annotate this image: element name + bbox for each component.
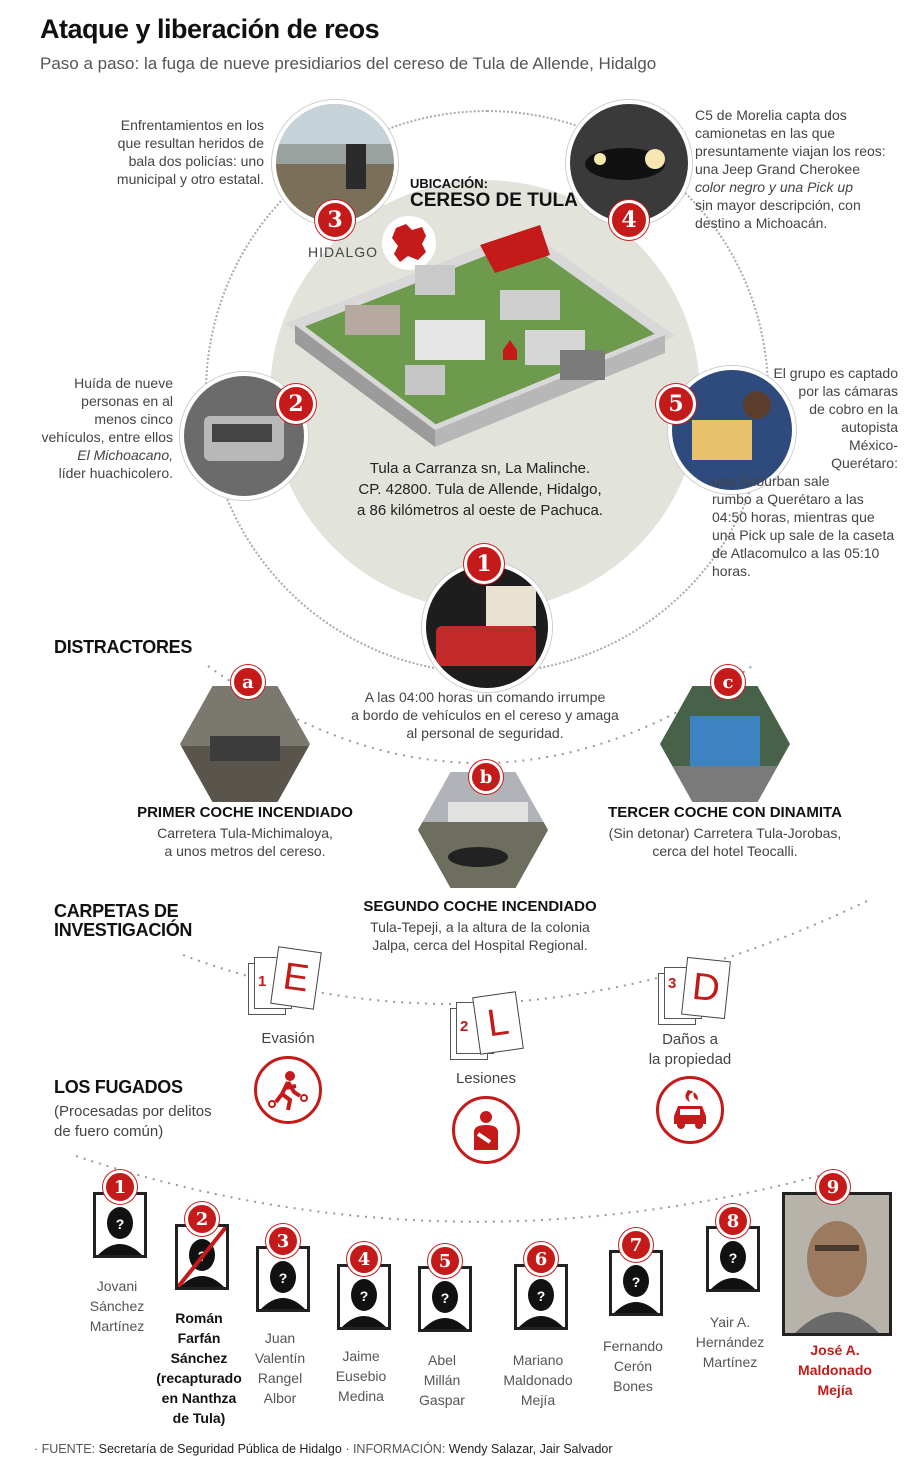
fugado-7-name: Fernando Cerón Bones xyxy=(603,1338,663,1394)
injured-person-icon xyxy=(452,1096,520,1164)
footer-source-label: FUENTE: xyxy=(41,1442,96,1456)
step-1-badge: 1 xyxy=(464,544,504,584)
page-subtitle: Paso a paso: la fuga de nueve presidiari… xyxy=(40,54,657,73)
distractor-b-badge: b xyxy=(469,760,503,794)
distractor-a-title: PRIMER COCHE INCENDIADO xyxy=(137,804,353,821)
carpeta-2-label: Lesiones xyxy=(455,1070,517,1087)
step-5-badge: 5 xyxy=(656,384,696,424)
fugados-heading: LOS FUGADOS xyxy=(54,1077,183,1097)
fugado-6-badge: 6 xyxy=(524,1242,558,1276)
step-2-badge: 2 xyxy=(276,384,316,424)
fugado-8-name: Yair A. Hernández Martínez xyxy=(695,1314,765,1370)
svg-text:?: ? xyxy=(632,1274,641,1290)
location-address: Tula a Carranza sn, La Malinche. CP. 428… xyxy=(357,460,603,519)
step-3-badge: 3 xyxy=(315,200,355,240)
svg-text:?: ? xyxy=(360,1288,369,1304)
carpetas-heading: CARPETAS DE INVESTIGACIÓN xyxy=(54,901,193,940)
carpeta-3-file-icon: 3 D xyxy=(658,955,738,1025)
burning-car-icon xyxy=(656,1076,724,1144)
hidalgo-map-icon xyxy=(382,214,436,277)
fugados-note: (Procesadas por delitos de fuero común) xyxy=(54,1103,212,1140)
step-1-photo xyxy=(422,562,552,692)
svg-text:?: ? xyxy=(729,1250,738,1266)
distractor-c-text: (Sin detonar) Carretera Tula-Jorobas, ce… xyxy=(608,825,842,859)
carpeta-3-label: Daños a la propiedad xyxy=(648,1031,732,1068)
fugado-8-badge: 8 xyxy=(716,1204,750,1238)
distractor-a-badge: a xyxy=(231,665,265,699)
fugado-9-photo xyxy=(782,1192,892,1336)
fugado-2-name: Román Farfán Sánchez (recapturado en Nan… xyxy=(156,1310,242,1426)
footer-credits: · FUENTE: Secretaría de Seguridad Públic… xyxy=(34,1442,613,1456)
prison-illustration xyxy=(284,225,685,460)
step-3-text: Enfrentamientos en los que resultan heri… xyxy=(116,117,264,187)
fugado-2-badge: 2 xyxy=(185,1202,219,1236)
running-prisoner-icon xyxy=(254,1056,322,1124)
svg-text:?: ? xyxy=(279,1270,288,1286)
svg-text:?: ? xyxy=(441,1290,450,1306)
distractor-a-text: Carretera Tula-Michimaloya, a unos metro… xyxy=(157,825,333,859)
distractor-c-badge: c xyxy=(711,665,745,699)
fugado-1-name: Jovani Sánchez Martínez xyxy=(89,1278,145,1334)
fugado-9-badge: 9 xyxy=(816,1170,850,1204)
fugado-4-name: Jaime Eusebio Medina xyxy=(335,1348,387,1404)
fugado-6-name: Mariano Maldonado Mejía xyxy=(503,1352,573,1408)
svg-text:?: ? xyxy=(116,1216,125,1232)
fugado-4-badge: 4 xyxy=(347,1242,381,1276)
fugado-3-badge: 3 xyxy=(266,1224,300,1258)
footer-info: Wendy Salazar, Jair Salvador xyxy=(448,1442,613,1456)
location-label: UBICACIÓN: xyxy=(410,176,488,191)
fugado-5-name: Abel Millán Gaspar xyxy=(419,1352,465,1408)
fugado-5-badge: 5 xyxy=(428,1244,462,1278)
fugado-9-name: José A. Maldonado Mejía xyxy=(798,1342,872,1398)
distractor-b-title: SEGUNDO COCHE INCENDIADO xyxy=(363,898,597,915)
fugados-curve xyxy=(70,1140,850,1265)
step-5-text: El grupo es captado por las cámaras de c… xyxy=(773,365,898,471)
fugado-3-name: Juan Valentín Rangel Albor xyxy=(254,1330,306,1406)
state-label: HIDALGO xyxy=(308,244,379,260)
step-5-photo xyxy=(668,366,796,494)
location-name: CERESO DE TULA xyxy=(410,190,578,211)
page-title: Ataque y liberación de reos xyxy=(40,14,380,44)
carpeta-1-file-icon: 1 E xyxy=(248,945,328,1015)
carpeta-2-file-icon: 2 L xyxy=(450,990,530,1060)
footer-info-label: INFORMACIÓN: xyxy=(352,1442,446,1456)
step-5-text-continued: una Suburban sale rumbo a Querétaro a la… xyxy=(712,473,895,579)
fugado-7-badge: 7 xyxy=(619,1228,653,1262)
fugado-1-badge: 1 xyxy=(103,1170,137,1204)
distractor-b-text: Tula-Tepeji, a la altura de la colonia J… xyxy=(370,919,590,953)
step-1-text: A las 04:00 horas un comando irrumpe a b… xyxy=(351,689,619,741)
step-4-text: C5 de Morelia capta dos camionetas en la… xyxy=(695,107,886,231)
svg-text:?: ? xyxy=(537,1288,546,1304)
carpeta-1-label: Evasión xyxy=(261,1030,315,1047)
distractor-c-title: TERCER COCHE CON DINAMITA xyxy=(608,804,842,821)
distractores-heading: DISTRACTORES xyxy=(54,637,193,657)
step-4-badge: 4 xyxy=(609,200,649,240)
step-2-text: Huída de nueve personas en al menos cinc… xyxy=(41,375,173,481)
footer-source: Secretaría de Seguridad Pública de Hidal… xyxy=(98,1442,342,1456)
